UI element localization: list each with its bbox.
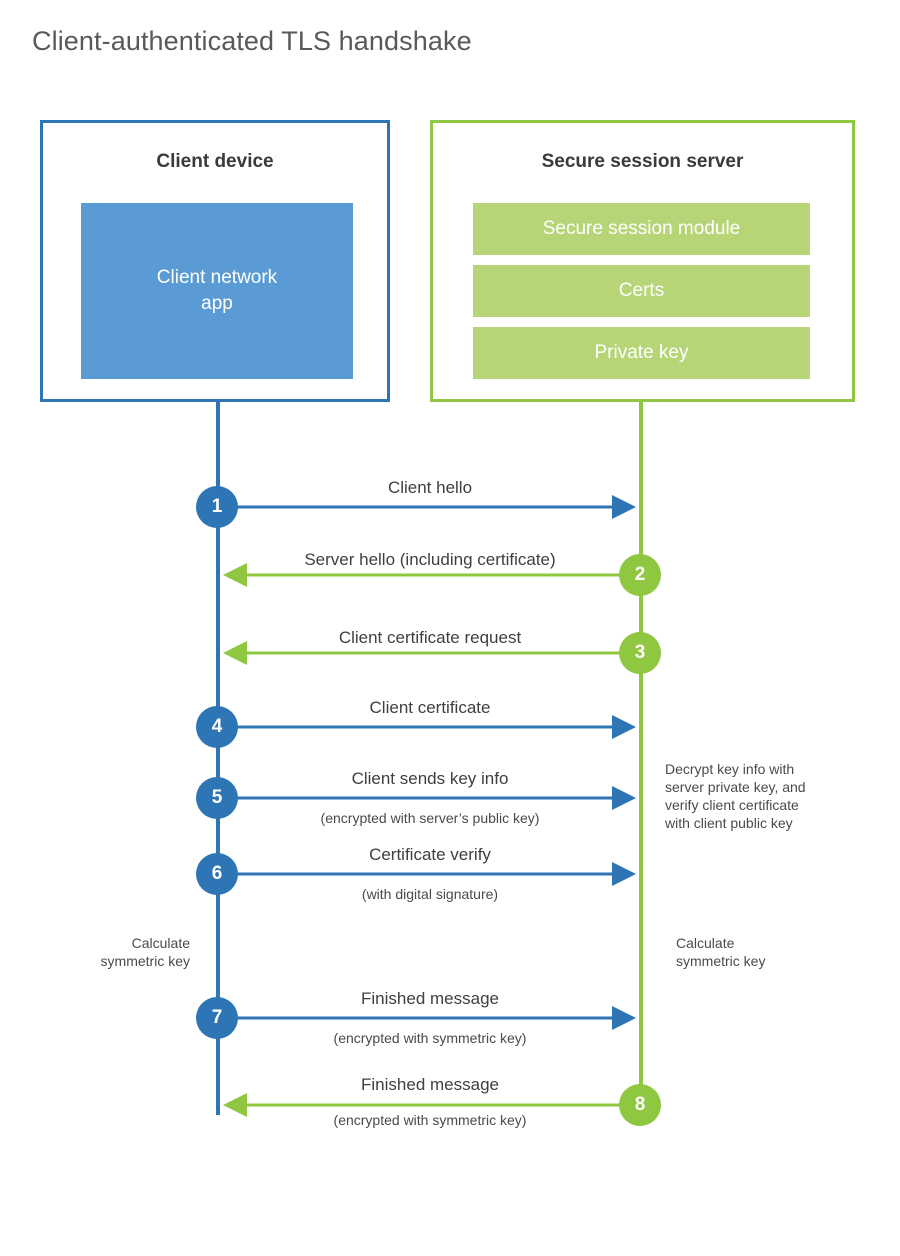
message-label-6: Certificate verify (369, 845, 491, 864)
step-marker-7[interactable]: 7 (196, 997, 238, 1039)
message-label-3: Client certificate request (338, 628, 522, 647)
client-device-box: Client device Client network app (40, 120, 390, 402)
step-number: 3 (634, 642, 646, 663)
server-calculate-symmetric-key-note: Calculate symmetric key (676, 935, 766, 969)
message-label-4: Client certificate (369, 698, 491, 717)
message-sublabel-7: (encrypted with symmetric key) (333, 1030, 527, 1046)
server-component-label: Private key (594, 342, 689, 363)
step-marker-8[interactable]: 8 (619, 1084, 661, 1126)
client-device-title: Client device (156, 151, 274, 172)
page-title: Client-authenticated TLS handshake (32, 26, 472, 56)
step-number: 1 (211, 496, 223, 517)
step-number: 6 (211, 863, 223, 884)
message-label-5: Client sends key info (351, 769, 509, 788)
message-sublabel-8: (encrypted with symmetric key) (333, 1112, 527, 1128)
server-component-label: Secure session module (542, 218, 741, 239)
server-component-secure-session-module: Secure session module (473, 203, 810, 255)
message-sublabel-6: (with digital signature) (361, 886, 499, 902)
server-decrypt-note: Decrypt key info with server private key… (665, 761, 806, 831)
step-number: 8 (634, 1094, 646, 1115)
server-lifeline (639, 402, 643, 1105)
step-marker-1[interactable]: 1 (196, 486, 238, 528)
step-number: 5 (211, 787, 223, 808)
step-marker-5[interactable]: 5 (196, 777, 238, 819)
step-number: 2 (634, 564, 646, 585)
message-sublabel-5: (encrypted with server’s public key) (320, 810, 540, 826)
step-number: 4 (211, 716, 223, 737)
step-marker-2[interactable]: 2 (619, 554, 661, 596)
server-component-private-key: Private key (473, 327, 810, 379)
client-lifeline (216, 402, 220, 1115)
secure-session-server-box: Secure session server Secure session mod… (430, 120, 855, 402)
message-label-8: Finished message (361, 1075, 499, 1094)
step-number: 7 (211, 1007, 223, 1028)
server-component-label: Certs (618, 280, 665, 301)
client-network-app-block: Client network app (81, 203, 353, 379)
step-marker-6[interactable]: 6 (196, 853, 238, 895)
step-marker-3[interactable]: 3 (619, 632, 661, 674)
message-label-2: Server hello (including certificate) (304, 550, 556, 569)
message-label-1: Client hello (387, 478, 473, 497)
server-component-certs: Certs (473, 265, 810, 317)
message-label-7: Finished message (361, 989, 499, 1008)
secure-session-server-title: Secure session server (541, 151, 744, 172)
client-network-app-label: Client network app (156, 267, 278, 314)
client-calculate-symmetric-key-note: Calculate symmetric key (100, 935, 190, 969)
step-marker-4[interactable]: 4 (196, 706, 238, 748)
